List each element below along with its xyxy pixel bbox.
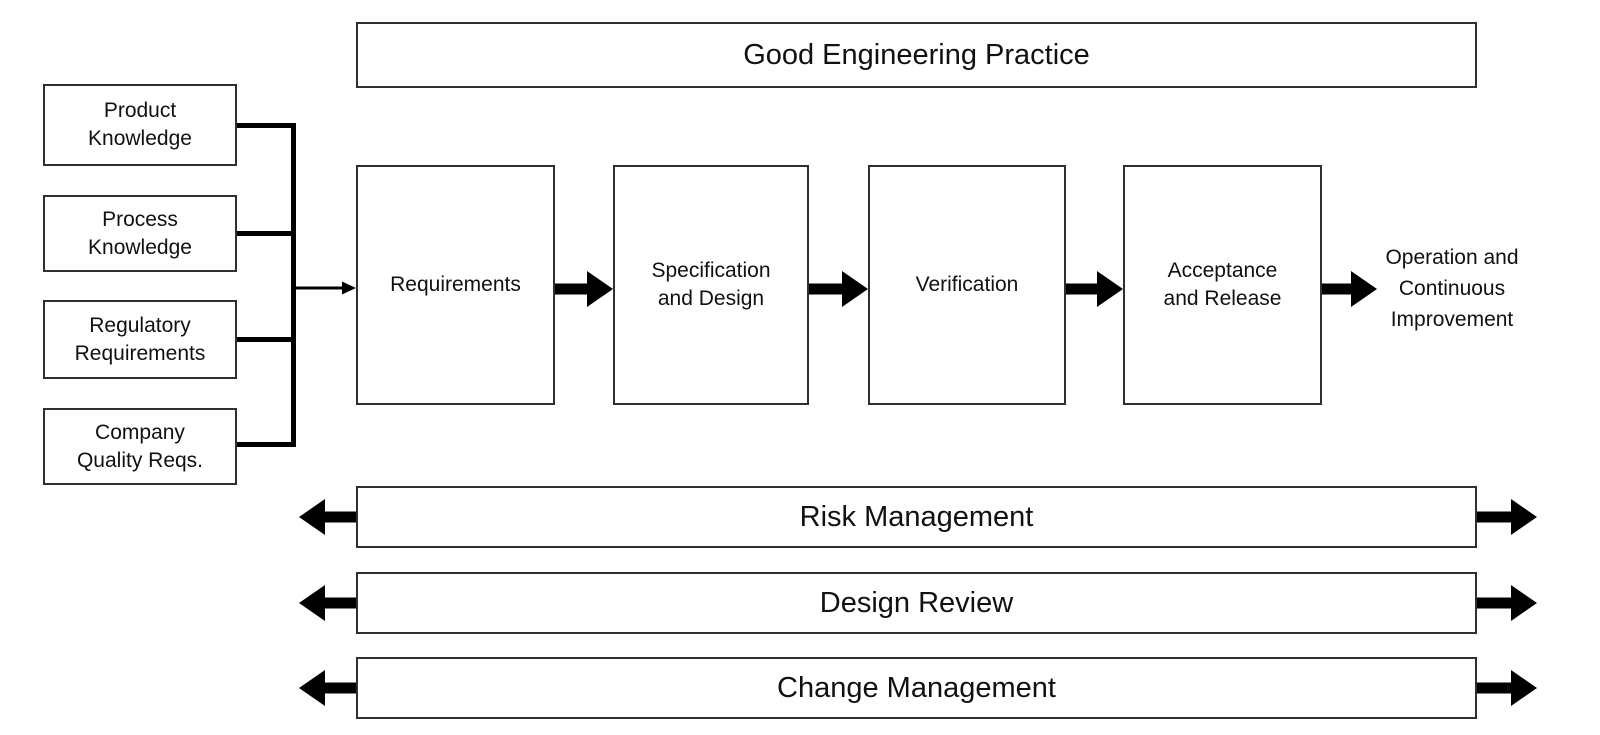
flow-arrow-right-icon bbox=[555, 271, 613, 307]
input-box-product-knowledge: Product Knowledge bbox=[43, 84, 237, 166]
process-box-label-line: and Release bbox=[1163, 287, 1282, 310]
process-box-label-line: Specification bbox=[651, 259, 771, 282]
process-box-label-line: Requirements bbox=[390, 273, 521, 296]
process-box-label-line: Acceptance bbox=[1167, 259, 1278, 282]
input-box-label-line: Requirements bbox=[74, 341, 206, 365]
input-box-label-line: Regulatory bbox=[89, 313, 191, 337]
flow-arrow-right-icon bbox=[1066, 271, 1123, 307]
input-box-company-quality-reqs: Company Quality Reqs. bbox=[43, 408, 237, 485]
input-box-label-line: Knowledge bbox=[88, 235, 192, 259]
connector-line bbox=[237, 123, 293, 128]
input-box-label-line: Quality Reqs. bbox=[76, 448, 204, 472]
banner-change-management: Change Management bbox=[356, 657, 1477, 719]
process-box-label-line: Verification bbox=[915, 273, 1019, 296]
bidirectional-arrow-right-icon bbox=[1477, 585, 1537, 621]
outcome-text-line: Improvement bbox=[1390, 308, 1514, 331]
banner-risk-management: Risk Management bbox=[356, 486, 1477, 548]
connector-line bbox=[237, 231, 293, 236]
banner-good-engineering-practice-label: Good Engineering Practice bbox=[743, 39, 1090, 71]
flow-arrow-right-icon bbox=[1322, 271, 1377, 307]
process-box-specification-and-design: Specification and Design bbox=[613, 165, 809, 405]
process-box-label-line: and Design bbox=[657, 287, 765, 310]
bidirectional-arrow-left-icon bbox=[299, 499, 356, 535]
outcome-text: Operation and Continuous Improvement bbox=[1362, 242, 1542, 335]
trunk-line bbox=[291, 123, 296, 447]
banner-risk-management-label: Risk Management bbox=[799, 501, 1034, 533]
input-box-label-line: Company bbox=[95, 420, 185, 444]
bidirectional-arrow-right-icon bbox=[1477, 499, 1537, 535]
process-box-verification: Verification bbox=[868, 165, 1066, 405]
banner-change-management-label: Change Management bbox=[777, 672, 1056, 704]
process-box-requirements: Requirements bbox=[356, 165, 555, 405]
bidirectional-arrow-left-icon bbox=[299, 585, 356, 621]
banner-good-engineering-practice: Good Engineering Practice bbox=[356, 22, 1477, 88]
connector-line bbox=[237, 442, 293, 447]
connector-line bbox=[237, 337, 293, 342]
outcome-text-line: Operation and bbox=[1385, 246, 1519, 269]
outcome-text-line: Continuous bbox=[1398, 277, 1506, 300]
banner-design-review: Design Review bbox=[356, 572, 1477, 634]
flow-arrow-right-icon bbox=[809, 271, 868, 307]
bidirectional-arrow-right-icon bbox=[1477, 670, 1537, 706]
input-box-regulatory-requirements: Regulatory Requirements bbox=[43, 300, 237, 379]
bidirectional-arrow-left-icon bbox=[299, 670, 356, 706]
process-box-acceptance-and-release: Acceptance and Release bbox=[1123, 165, 1322, 405]
input-box-process-knowledge: Process Knowledge bbox=[43, 195, 237, 272]
input-box-label-line: Knowledge bbox=[88, 127, 192, 150]
input-box-label-line: Product bbox=[103, 99, 177, 122]
banner-design-review-label: Design Review bbox=[819, 587, 1014, 619]
merge-arrow-right-icon bbox=[293, 281, 356, 295]
input-box-label-line: Process bbox=[102, 207, 178, 231]
